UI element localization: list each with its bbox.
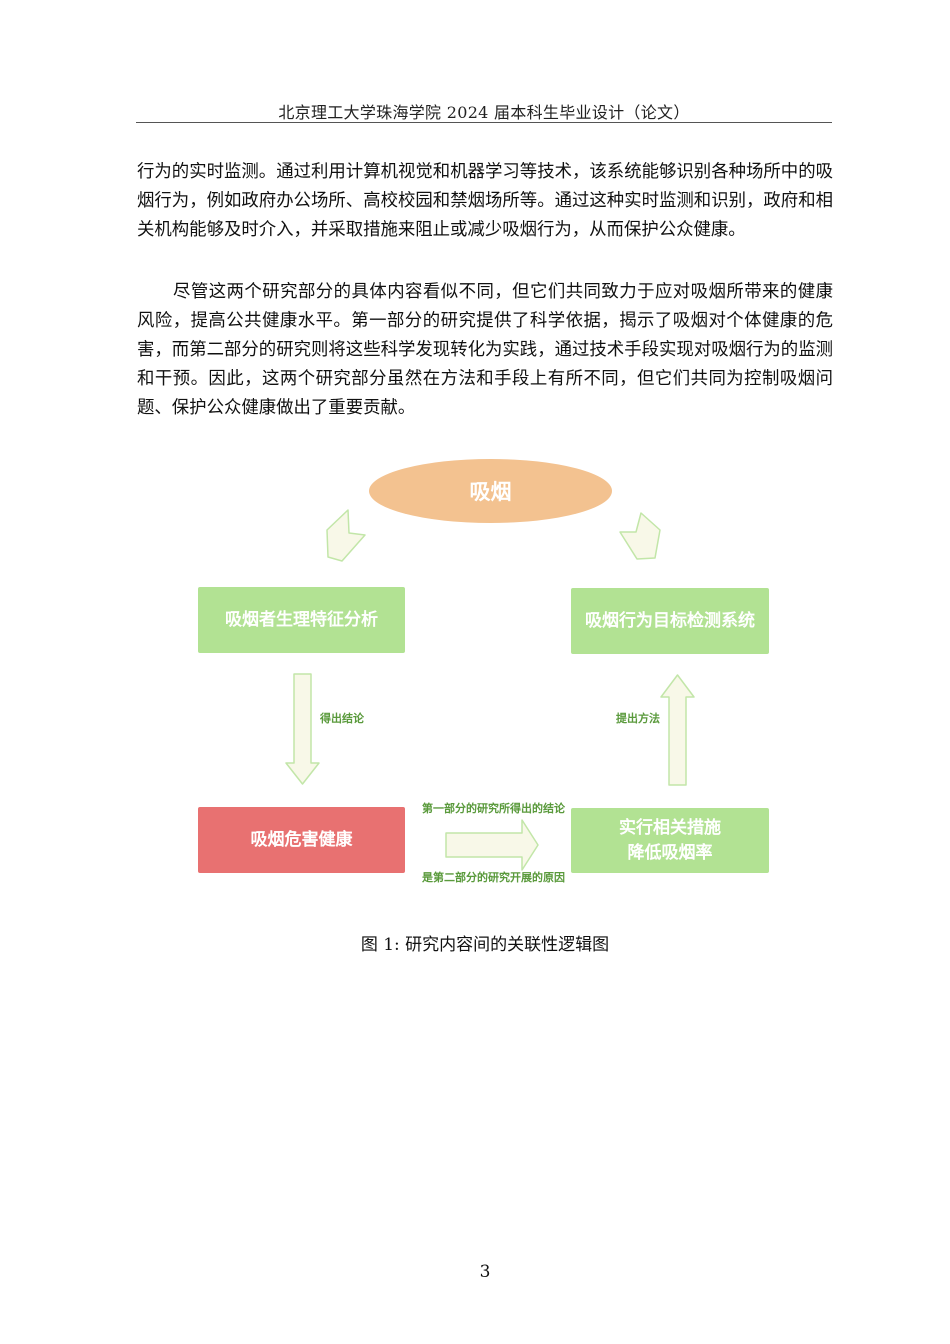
paragraph-1: 行为的实时监测。通过利用计算机视觉和机器学习等技术，该系统能够识别各种场所中的吸… [137,162,833,240]
right-arrow-icon [445,819,539,871]
box-reduce-smoking-rate: 实行相关措施 降低吸烟率 [571,808,769,873]
center-node-smoking: 吸烟 [369,459,612,523]
center-node-label: 吸烟 [469,480,512,504]
header-divider [136,122,832,123]
box-smoker-physiology-analysis: 吸烟者生理特征分析 [198,587,405,653]
header-title: 北京理工大学珠海学院 2024 届本科生毕业设计（论文） [278,103,690,122]
paragraph-2: 尽管这两个研究部分的具体内容看似不同，但它们共同致力于应对吸烟所带来的健康风险，… [137,282,833,418]
chevron-arrow-right-icon [619,512,661,560]
page-number: 3 [479,1262,491,1282]
box-label-line2: 降低吸烟率 [627,842,713,863]
up-arrow-icon [660,674,695,786]
chevron-arrow-left-icon [326,509,366,562]
right-arrow-label-top: 第一部分的研究所得出的结论 [422,802,565,815]
box-smoking-detection-system: 吸烟行为目标检测系统 [571,588,769,654]
figure-caption: 图 1: 研究内容间的关联性逻辑图 [360,935,610,955]
box-smoking-health-harm: 吸烟危害健康 [198,807,405,873]
down-arrow-label: 得出结论 [320,712,364,725]
box-label-line1: 实行相关措施 [619,817,721,838]
box-label: 吸烟危害健康 [250,829,353,850]
down-arrow-icon [285,673,320,785]
right-arrow-label-bottom: 是第二部分的研究开展的原因 [422,871,565,884]
up-arrow-label: 提出方法 [616,712,660,725]
box-label: 吸烟者生理特征分析 [225,609,378,630]
box-label: 吸烟行为目标检测系统 [585,610,755,631]
